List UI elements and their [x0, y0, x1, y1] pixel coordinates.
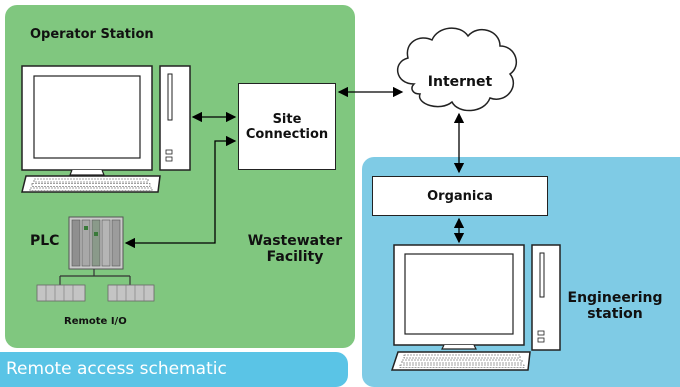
- remote-io-module-left-icon: [36, 284, 86, 302]
- wastewater-facility-label: Wastewater Facility: [247, 233, 343, 265]
- remote-io-label: Remote I/O: [64, 316, 127, 327]
- engineering-computer-icon: [390, 244, 561, 371]
- remote-io-module-right-icon: [107, 284, 155, 302]
- organica-box: Organica: [372, 176, 548, 216]
- caption-band: Remote access schematic: [0, 352, 348, 387]
- operator-station-label: Operator Station: [30, 27, 154, 42]
- internet-cloud-icon: [397, 27, 518, 112]
- internet-label: Internet: [427, 74, 493, 90]
- remote-io-wiring: [59, 269, 131, 285]
- plc-rack-icon: [68, 216, 124, 270]
- arrow-plc-site: [124, 135, 237, 249]
- operator-computer-icon: [21, 65, 191, 193]
- plc-label: PLC: [30, 233, 60, 249]
- engineering-station-label: Engineering station: [567, 290, 663, 322]
- site-connection-box: Site Connection: [238, 83, 336, 170]
